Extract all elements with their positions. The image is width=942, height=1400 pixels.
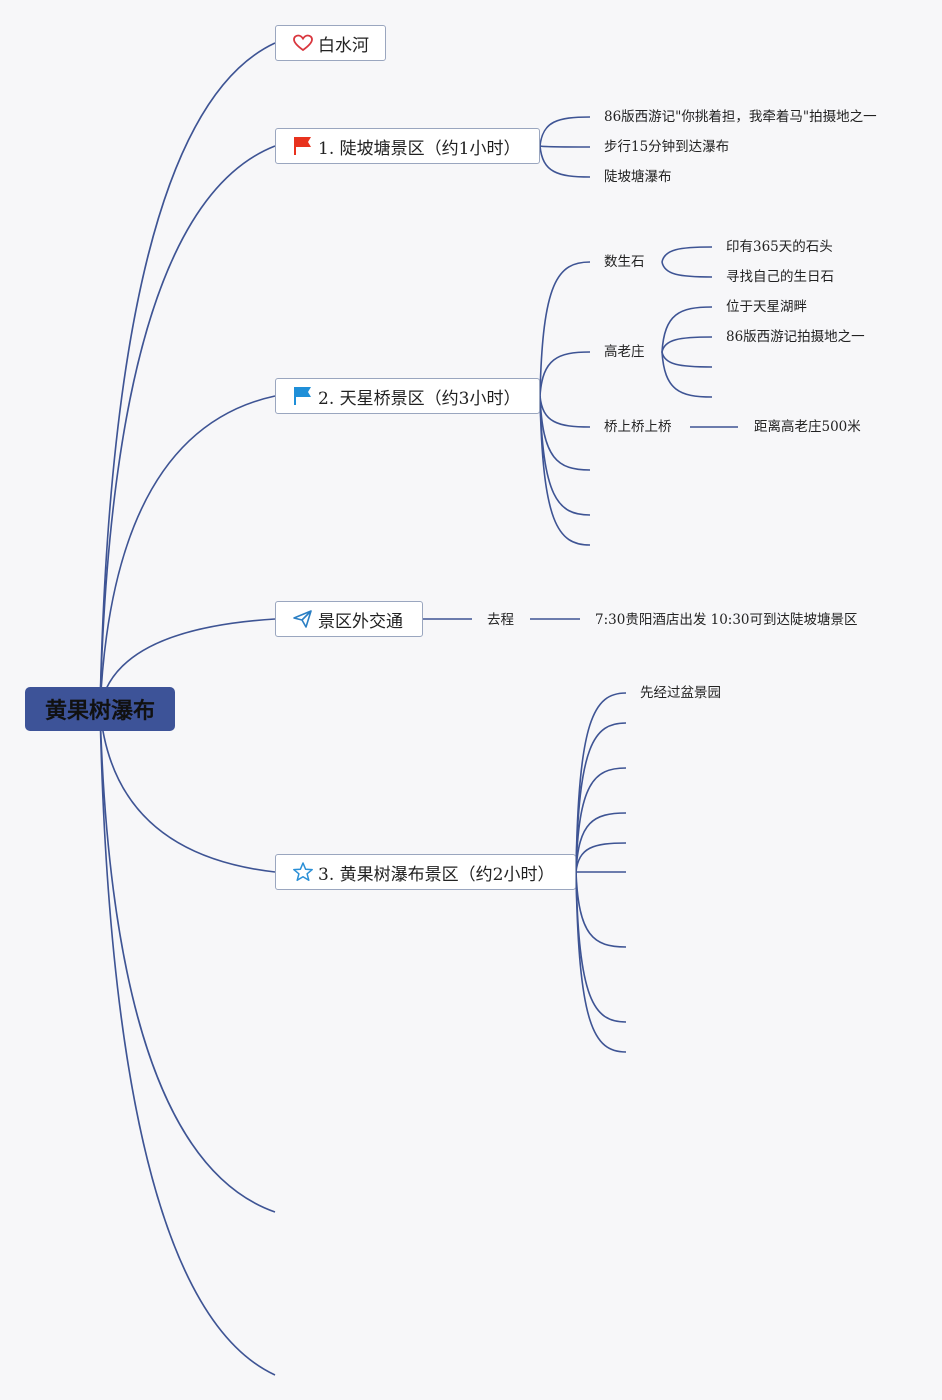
root-connector-line bbox=[99, 42, 276, 710]
topic-transport[interactable]: 景区外交通 bbox=[275, 601, 423, 637]
connector-line bbox=[539, 395, 591, 546]
star-icon bbox=[293, 862, 313, 882]
blue-flag-icon bbox=[294, 387, 311, 405]
connector-line bbox=[575, 722, 627, 873]
paper-plane-icon bbox=[293, 610, 312, 628]
connector-line bbox=[539, 116, 591, 147]
connector-line bbox=[575, 871, 627, 948]
topic-label: 3. 黄果树瀑布景区（约2小时） bbox=[318, 864, 555, 885]
topic-doupotang[interactable]: 1. 陡坡塘景区（约1小时） bbox=[275, 128, 540, 164]
connector-line bbox=[661, 351, 713, 368]
root-connector-line bbox=[99, 395, 276, 710]
leaf-qiaoshang-distance[interactable]: 距离高老庄500米 bbox=[754, 419, 861, 435]
topic-label: 1. 陡坡塘景区（约1小时） bbox=[318, 138, 521, 159]
leaf-gaolaozhuang-filming[interactable]: 86版西游记拍摄地之一 bbox=[726, 329, 865, 345]
connector-line bbox=[539, 145, 591, 148]
heart-icon bbox=[293, 34, 313, 52]
leaf-huangguoshu-bonsai[interactable]: 先经过盆景园 bbox=[640, 685, 721, 701]
leaf-shushengshi-birthday[interactable]: 寻找自己的生日石 bbox=[726, 269, 834, 285]
root-topic[interactable]: 黄果树瀑布 bbox=[25, 687, 175, 731]
leaf-doupotang-walk[interactable]: 步行15分钟到达瀑布 bbox=[604, 139, 730, 155]
leaf-gaolaozhuang-lake[interactable]: 位于天星湖畔 bbox=[726, 299, 807, 315]
root-connector-line bbox=[99, 708, 276, 1213]
leaf-gaolaozhuang[interactable]: 高老庄 bbox=[604, 344, 645, 360]
topic-tianxingqiao[interactable]: 2. 天星桥景区（约3小时） bbox=[275, 378, 540, 414]
connector-line bbox=[539, 395, 591, 471]
topic-label: 白水河 bbox=[318, 35, 369, 56]
topic-label: 2. 天星桥景区（约3小时） bbox=[318, 388, 521, 409]
topic-label: 景区外交通 bbox=[318, 611, 403, 632]
leaf-shushengshi[interactable]: 数生石 bbox=[604, 254, 645, 270]
connector-line bbox=[575, 812, 627, 873]
connector-line bbox=[539, 145, 591, 178]
connector-line bbox=[539, 351, 591, 397]
topic-baishuihe[interactable]: 白水河 bbox=[275, 25, 386, 61]
red-flag-icon bbox=[294, 137, 311, 155]
root-connector-line bbox=[99, 145, 276, 710]
leaf-qiaoshang[interactable]: 桥上桥上桥 bbox=[604, 419, 672, 435]
root-connector-line bbox=[99, 708, 276, 873]
connector-line bbox=[575, 767, 627, 873]
root-label: 黄果树瀑布 bbox=[44, 699, 155, 724]
connector-line bbox=[575, 842, 627, 873]
leaf-shushengshi-stones[interactable]: 印有365天的石头 bbox=[726, 239, 833, 255]
leaf-quchen[interactable]: 去程 bbox=[487, 612, 514, 628]
connector-line bbox=[575, 871, 627, 1053]
connector-line bbox=[661, 336, 713, 353]
leaf-doupotang-waterfall[interactable]: 陡坡塘瀑布 bbox=[604, 169, 672, 185]
connector-line bbox=[539, 261, 591, 397]
root-connector-line bbox=[99, 708, 276, 1376]
connector-line bbox=[661, 261, 713, 278]
leaf-doupotang-filming[interactable]: 86版西游记"你挑着担，我牵着马"拍摄地之一 bbox=[604, 109, 877, 125]
leaf-quchen-schedule[interactable]: 7:30贵阳酒店出发 10:30可到达陡坡塘景区 bbox=[595, 612, 858, 628]
connector-line bbox=[661, 351, 713, 398]
topic-huangguoshu[interactable]: 3. 黄果树瀑布景区（约2小时） bbox=[275, 854, 576, 890]
connector-line bbox=[661, 306, 713, 353]
connector-line bbox=[539, 395, 591, 428]
connector-line bbox=[661, 246, 713, 263]
